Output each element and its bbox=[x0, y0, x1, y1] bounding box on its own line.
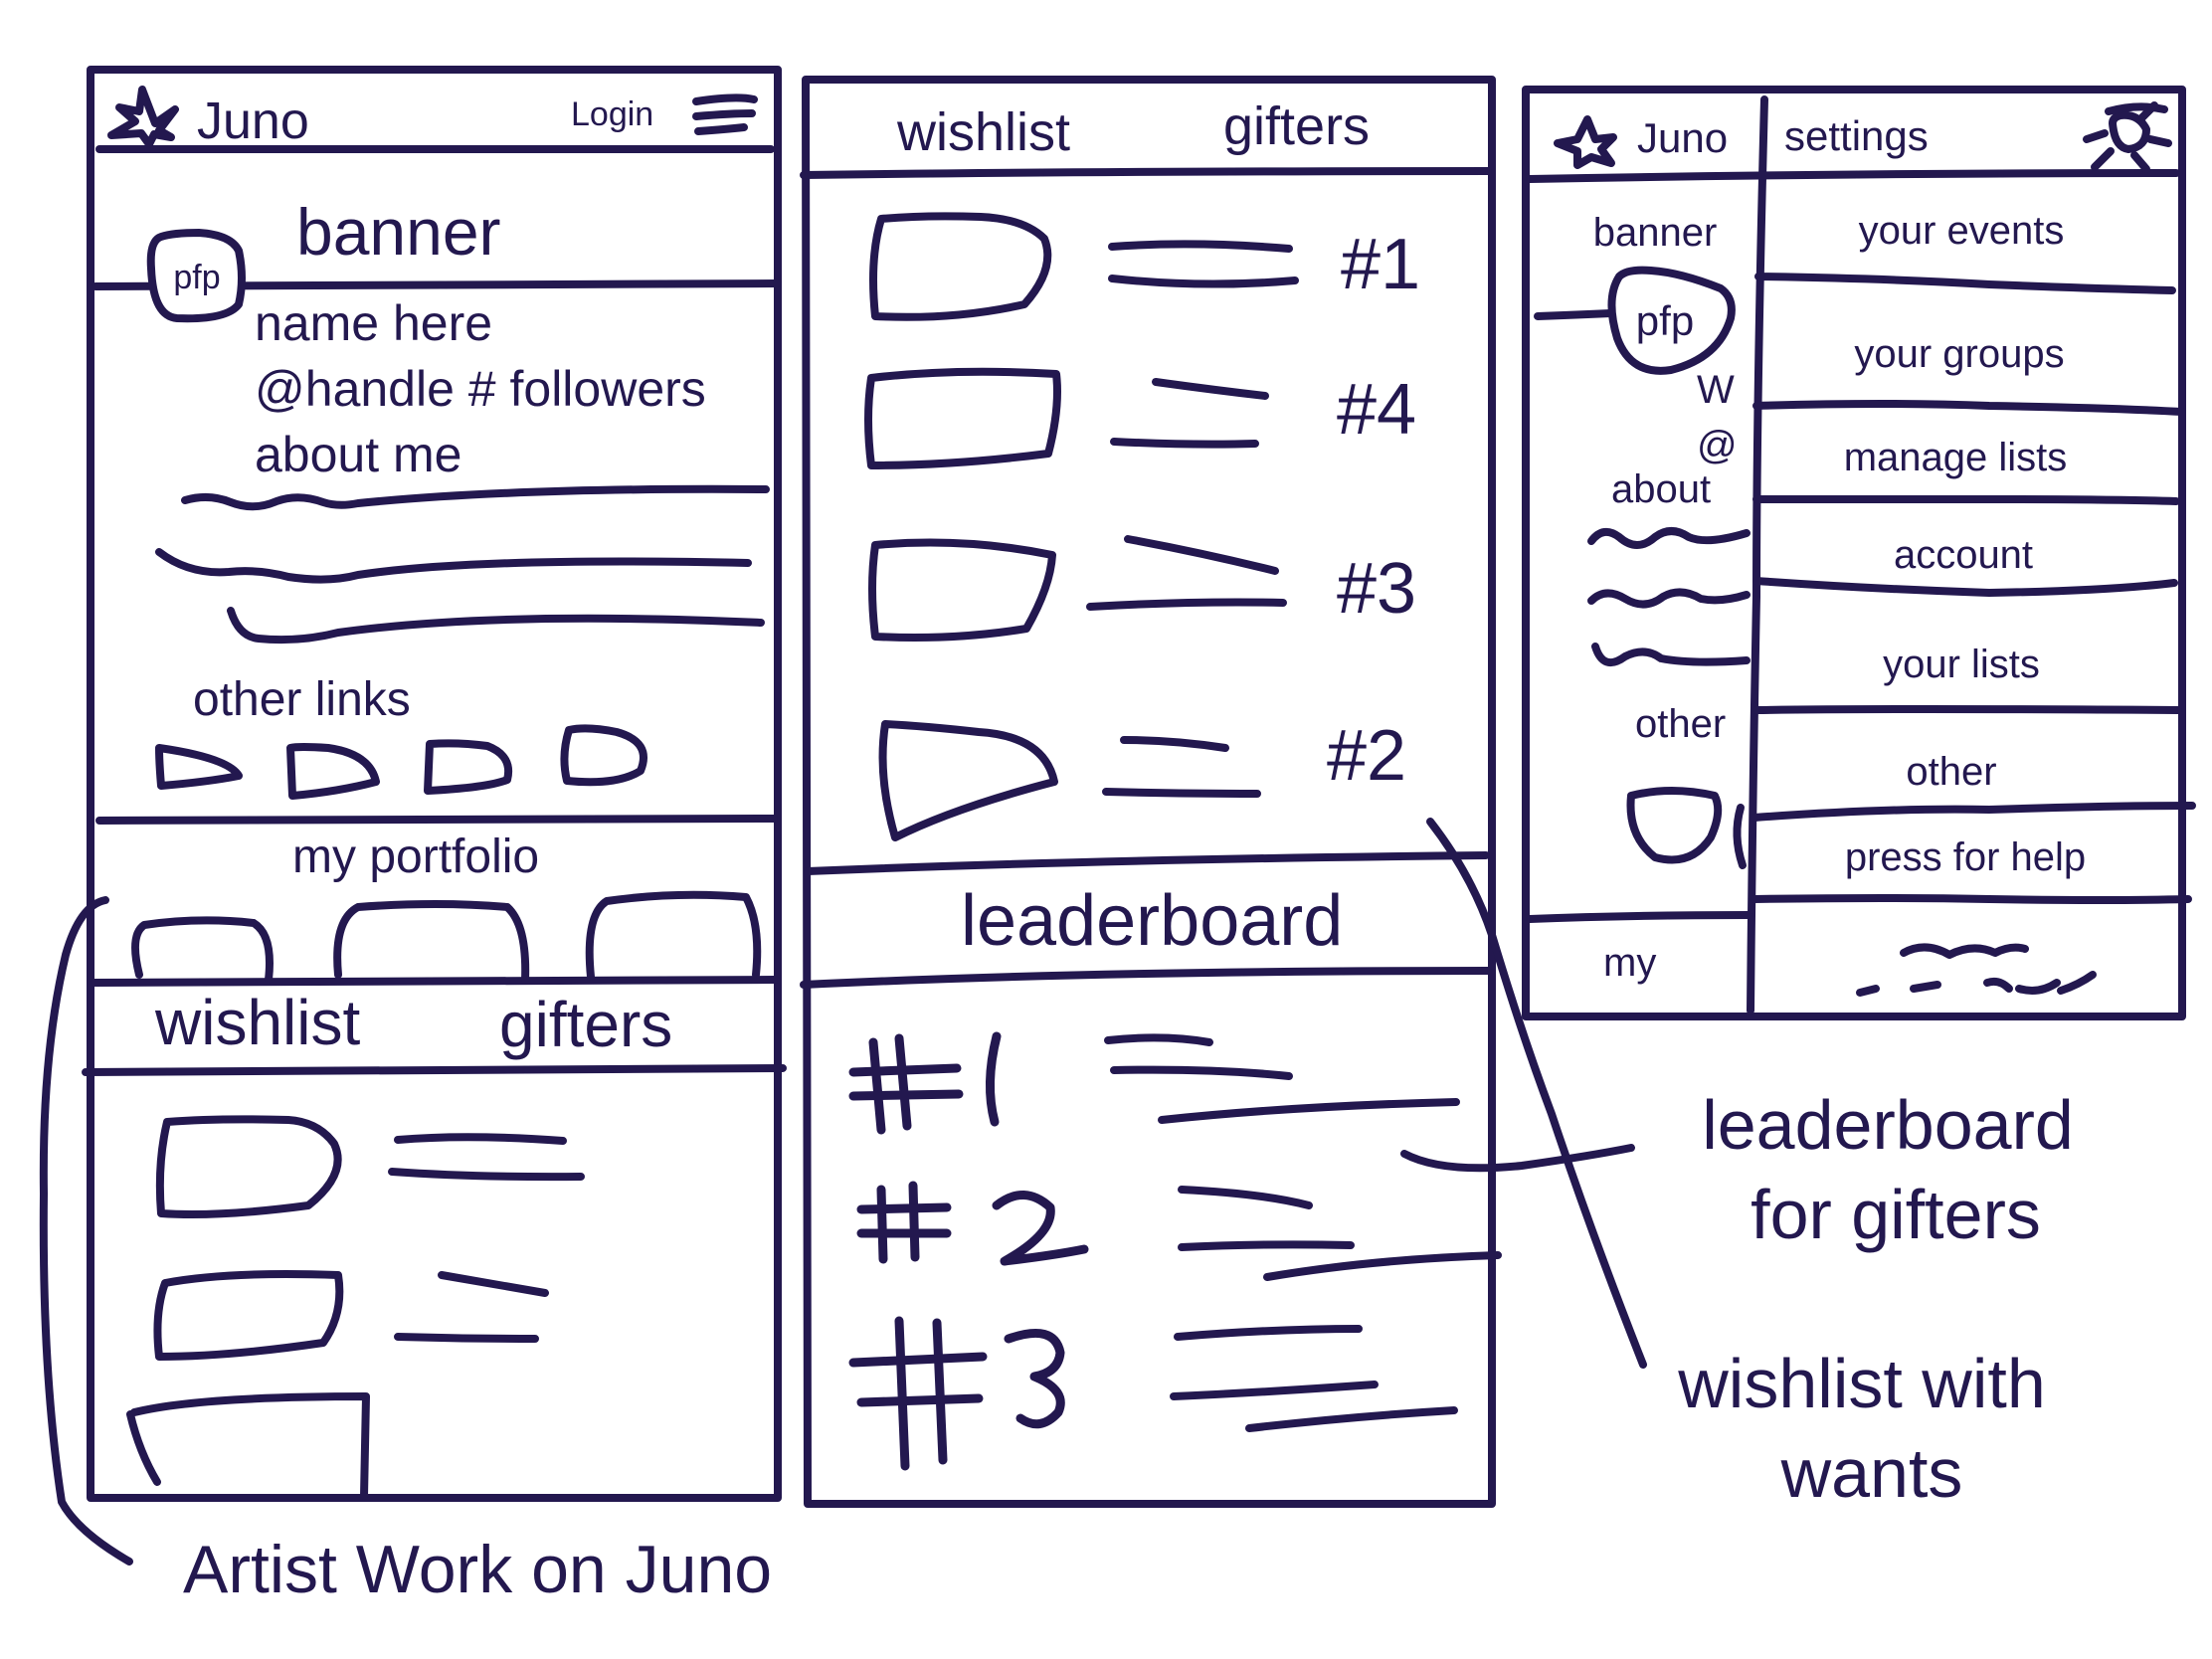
annotation-wishlist-line2: wants bbox=[1780, 1434, 1963, 1512]
phone1-other-link-icons bbox=[155, 724, 647, 800]
phone3-my: my bbox=[1603, 941, 1657, 985]
leaderboard-callout-line bbox=[1400, 1144, 1635, 1173]
phone3-w: W bbox=[1697, 368, 1735, 412]
phone2-tab-wishlist[interactable]: wishlist bbox=[897, 102, 1071, 162]
phone1-star-logo-icon bbox=[107, 86, 179, 148]
phone3-pfp: pfp bbox=[1635, 297, 1695, 344]
phone3-at: @ bbox=[1697, 424, 1738, 467]
phone1-handle-followers: @handle # followers bbox=[255, 361, 706, 417]
settings-menu-item[interactable]: press for help bbox=[1844, 835, 2087, 879]
phone3-sun-settings-icon bbox=[2083, 101, 2172, 173]
annotation-artist-work: Artist Work on Juno bbox=[183, 1532, 773, 1607]
phone1-banner: banner bbox=[296, 195, 501, 269]
phone1-wishlist-items bbox=[126, 1115, 585, 1500]
settings-menu-item[interactable]: your groups bbox=[1854, 332, 2065, 376]
phone1-name: name here bbox=[255, 295, 493, 351]
settings-menu-item[interactable]: your lists bbox=[1883, 643, 2040, 686]
phone3-pfp-circle bbox=[1607, 266, 1736, 375]
annotation-wishlist-line1: wishlist with bbox=[1678, 1345, 2046, 1422]
phone3-star-logo-icon bbox=[1554, 115, 1617, 169]
phone1-tab-gifters[interactable]: gifters bbox=[499, 989, 673, 1060]
phone2-leaderboard-title: leaderboard bbox=[961, 881, 1344, 961]
settings-menu-item[interactable]: manage lists bbox=[1843, 436, 2068, 479]
phone3-frame bbox=[1522, 86, 2186, 1020]
annotation-leaderboard-line1: leaderboard bbox=[1702, 1086, 2074, 1164]
phone2-wishlist-rank: #4 bbox=[1337, 370, 1417, 450]
phone3-banner: banner bbox=[1592, 211, 1718, 255]
settings-menu-item[interactable]: your events bbox=[1858, 209, 2065, 253]
phone1-hamburger-menu-icon bbox=[692, 93, 758, 135]
phone1-login-link[interactable]: Login bbox=[571, 95, 654, 133]
phone3-other: other bbox=[1635, 702, 1727, 746]
phone3-settings-title: settings bbox=[1784, 112, 1929, 159]
phone2-wishlist-rank: #2 bbox=[1327, 716, 1407, 796]
phone3-about: about bbox=[1611, 467, 1712, 511]
phone2-handwritten-ranks bbox=[848, 1031, 1089, 1471]
phone2-tab-gifters[interactable]: gifters bbox=[1223, 96, 1371, 156]
phone3-bottom-squiggles bbox=[1856, 943, 2097, 997]
phone1-pfp-circle bbox=[146, 229, 246, 323]
phone2-wishlist-rank: #3 bbox=[1337, 549, 1417, 629]
artist-work-bracket bbox=[39, 896, 133, 1566]
phone2-frame bbox=[800, 76, 1496, 1508]
phone3-about-squiggles bbox=[1587, 527, 1751, 667]
phone3-brand: Juno bbox=[1637, 114, 1729, 161]
phone3-other-link-icons bbox=[1626, 787, 1747, 869]
phone1-about: about me bbox=[255, 427, 462, 482]
phone1-about-squiggles bbox=[155, 484, 770, 645]
phone2-wishlist-rank: #1 bbox=[1341, 225, 1421, 304]
annotation-leaderboard-line2: for gifters bbox=[1751, 1176, 2041, 1253]
settings-menu-item[interactable]: account bbox=[1893, 533, 2034, 577]
phone1-tab-wishlist[interactable]: wishlist bbox=[155, 987, 361, 1058]
phone1-portfolio-tiles bbox=[131, 890, 762, 984]
phone3-settings-menu-dividers bbox=[1751, 273, 2196, 904]
phone1-other-links: other links bbox=[193, 673, 411, 726]
phone1-portfolio: my portfolio bbox=[292, 830, 540, 883]
settings-menu-item[interactable]: other bbox=[1906, 750, 1997, 794]
phone2-wishlist-items bbox=[864, 212, 1299, 841]
phone2-leaderboard-rows bbox=[1104, 1033, 1502, 1432]
phone1-brand: Juno bbox=[197, 92, 309, 150]
wishlist-callout-line bbox=[1426, 818, 1647, 1369]
phone1-pfp: pfp bbox=[173, 259, 221, 296]
